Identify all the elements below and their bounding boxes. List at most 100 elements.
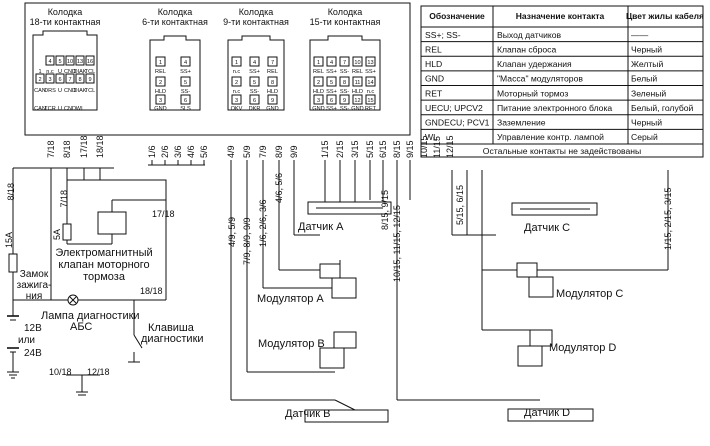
label-s3: 8/15, 9/15 xyxy=(380,190,390,230)
pin-name: WL xyxy=(76,106,84,112)
modulator-c-body xyxy=(528,276,554,298)
legend-purpose: Заземление xyxy=(497,118,546,128)
pin-name: SLS xyxy=(180,106,191,112)
pin-box xyxy=(155,94,166,105)
pin-name: REL xyxy=(352,69,363,75)
pin-name: CND xyxy=(64,88,76,94)
label-valve-1: 4/9, 5/9 xyxy=(227,217,237,247)
pin-name: n.c xyxy=(367,89,375,95)
top-pin-label: 7/18 xyxy=(46,140,56,158)
pin-name: SS- xyxy=(181,89,190,95)
modulator-d-label: Модулятор D xyxy=(549,342,616,354)
legend-header-code: Обозначение xyxy=(429,11,485,21)
pin-number: 11 xyxy=(355,80,361,86)
pin-number: 15 xyxy=(367,98,373,104)
pin-number: 1 xyxy=(235,60,238,66)
pin-name: U xyxy=(58,106,62,112)
label-18-18: 18/18 xyxy=(140,286,163,296)
modulator-a-body xyxy=(331,277,357,299)
legend-purpose: Моторный тормоз xyxy=(497,88,568,98)
pin-number: 7 xyxy=(271,60,274,66)
connector-body xyxy=(227,35,285,111)
legend-purpose: Питание электронного блока xyxy=(497,103,612,113)
pin-name: CAN xyxy=(34,88,46,94)
wiring xyxy=(7,160,669,423)
pin-box xyxy=(155,56,166,67)
modulator-d-body xyxy=(517,345,543,367)
pin-name: U xyxy=(58,69,62,75)
top-pin-label: 17/18 xyxy=(79,135,89,158)
connector-title: Колодка xyxy=(48,7,83,17)
connectors-panel xyxy=(24,2,411,136)
legend-color: Черный xyxy=(631,44,662,54)
label-5a: 5A xyxy=(52,229,62,240)
pin-name: HLD xyxy=(313,89,324,95)
top-pin-label: 2/15 xyxy=(335,140,345,158)
pin-number: 2 xyxy=(38,77,41,83)
sensor-d-body xyxy=(507,408,594,422)
legend-color: —— xyxy=(631,30,649,40)
label-10-18: 10/18 xyxy=(49,367,72,377)
label-s2: 5/15, 6/15 xyxy=(455,185,465,225)
pin-box xyxy=(35,73,45,84)
top-pin-label: 6/15 xyxy=(378,140,388,158)
top-pin-label: 5/6 xyxy=(199,145,209,158)
pin-number: 2 xyxy=(159,80,162,86)
legend-header-color: Цвет жилы кабеля xyxy=(626,11,704,21)
legend-header-purpose: Назначение контакта xyxy=(516,11,605,21)
pin-name: HLD xyxy=(352,89,363,95)
pin-name: TCL xyxy=(85,88,96,94)
pin-box xyxy=(313,94,324,105)
pin-box xyxy=(55,55,65,66)
connector-subtitle: 18-ти контактная xyxy=(30,17,101,27)
label-15a: 15A xyxy=(4,232,14,248)
legend-color: Белый xyxy=(631,74,657,84)
pin-name: DRS xyxy=(44,88,56,94)
modulator-b-body xyxy=(319,347,345,369)
ignition-label-1: Замок xyxy=(20,269,49,280)
pin-name: GND xyxy=(266,106,278,112)
top-pin-label: 3/6 xyxy=(173,145,183,158)
key-label-1: Клавиша xyxy=(148,322,195,334)
legend-purpose: Клапан сброса xyxy=(497,44,556,54)
pin-number: 5 xyxy=(253,80,256,86)
sensor-b-body xyxy=(304,409,389,423)
valve-label-1: Электромагнитный xyxy=(55,247,152,259)
top-pin-label: 2/6 xyxy=(160,145,170,158)
legend-code: WL xyxy=(425,132,438,142)
top-pin-label: 8/15 xyxy=(392,140,402,158)
label-valve-3: 1/6, 2/6, 3/6 xyxy=(258,199,268,247)
pin-number: 13 xyxy=(367,60,373,66)
label-17-18: 17/18 xyxy=(152,209,175,219)
pin-box xyxy=(231,56,242,67)
connector-body xyxy=(149,35,201,111)
pin-name: CND xyxy=(64,69,76,75)
connector-subtitle: 6-ти контактная xyxy=(142,17,208,27)
pin-box xyxy=(85,55,95,66)
modulator-a-label: Модулятор A xyxy=(257,293,324,305)
pin-number: 8 xyxy=(271,80,274,86)
label-12-18: 12/18 xyxy=(87,367,110,377)
pin-number: 3 xyxy=(235,98,238,104)
top-pin-label: 1/15 xyxy=(320,140,330,158)
legend-code: UECU; UPCV2 xyxy=(425,103,483,113)
sensor-d-label: Датчик D xyxy=(524,407,570,419)
top-pin-label: 8/18 xyxy=(62,140,72,158)
label-valve-4: 4/6, 5/6 xyxy=(274,173,284,203)
legend-purpose: Клапан удержания xyxy=(497,59,572,69)
pin-number: 7 xyxy=(343,60,346,66)
top-pin-label: 3/15 xyxy=(350,140,360,158)
top-pin-label: 9/15 xyxy=(405,140,415,158)
pin-number: 6 xyxy=(253,98,256,104)
connector-subtitle: 15-ти контактная xyxy=(310,17,381,27)
top-pin-label: 9/9 xyxy=(289,145,299,158)
pin-box xyxy=(231,76,242,87)
pin-box xyxy=(267,76,278,87)
lamp-label-1: Лампа диагностики xyxy=(41,310,140,322)
voltage-24: 24В xyxy=(24,348,42,359)
